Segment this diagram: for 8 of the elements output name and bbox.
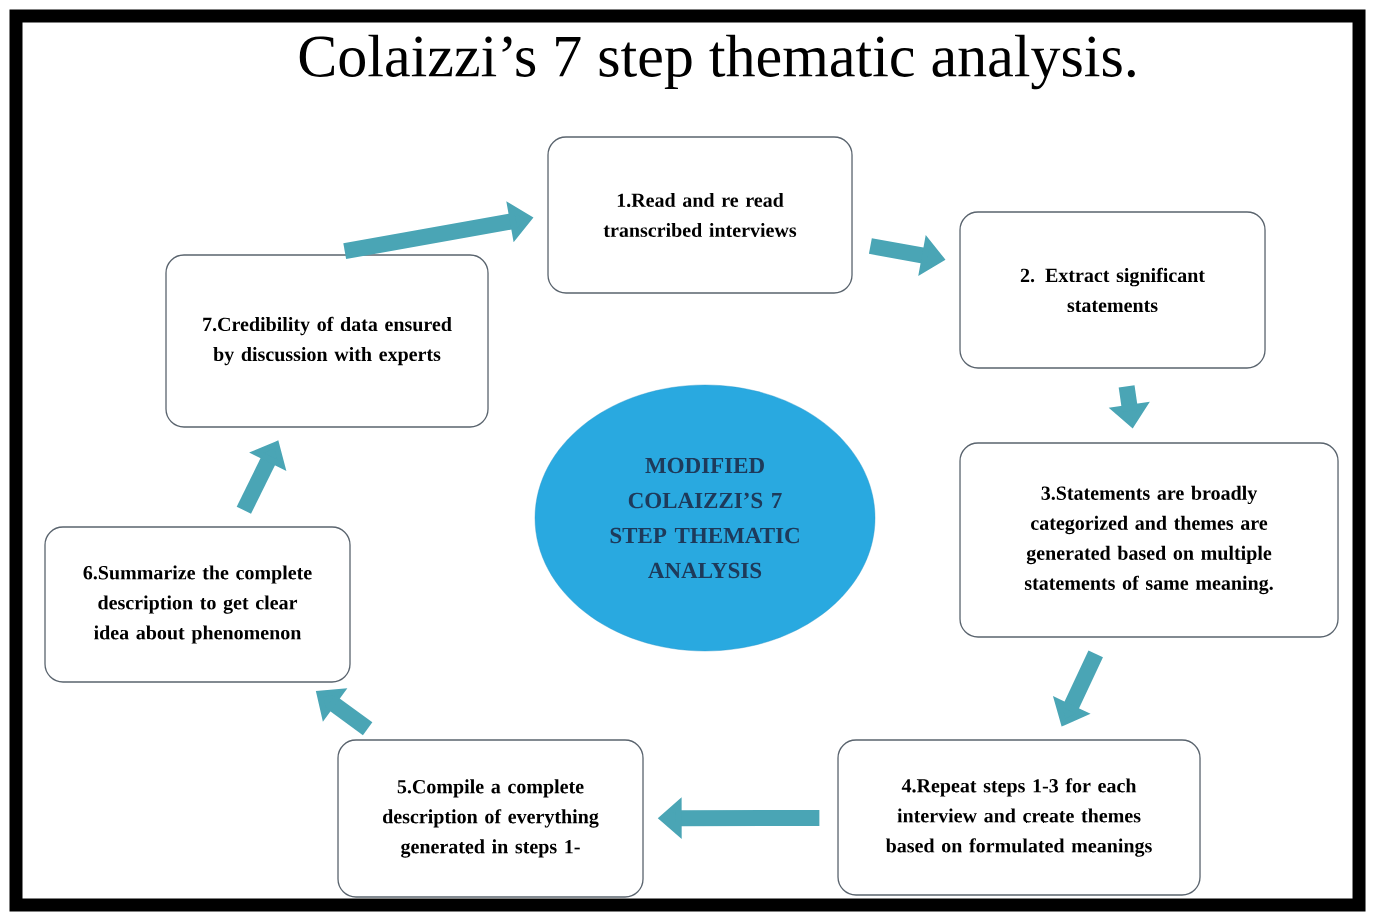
step-box: 6.Summarize the complete description to get clear idea about phenomenon bbox=[44, 526, 351, 683]
step-box: 7.Credibility of data ensured by discussion with experts bbox=[165, 254, 489, 428]
step-box: 3.Statements are broadly categorized and themes are generated based on multiple statements of same meaning. bbox=[959, 442, 1339, 638]
title: Colaizzi’s 7 step thematic analysis. bbox=[299, 34, 1135, 90]
step-box: 5.Compile a complete description of everything generated in steps 1- bbox=[337, 739, 644, 898]
step-box: 1.Read and re read transcribed interviews bbox=[547, 136, 853, 294]
step-box: 2. Extract significant statements bbox=[959, 211, 1266, 369]
step-box: 4.Repeat steps 1-3 for each interview and create themes based on formulated meanings bbox=[837, 739, 1201, 896]
